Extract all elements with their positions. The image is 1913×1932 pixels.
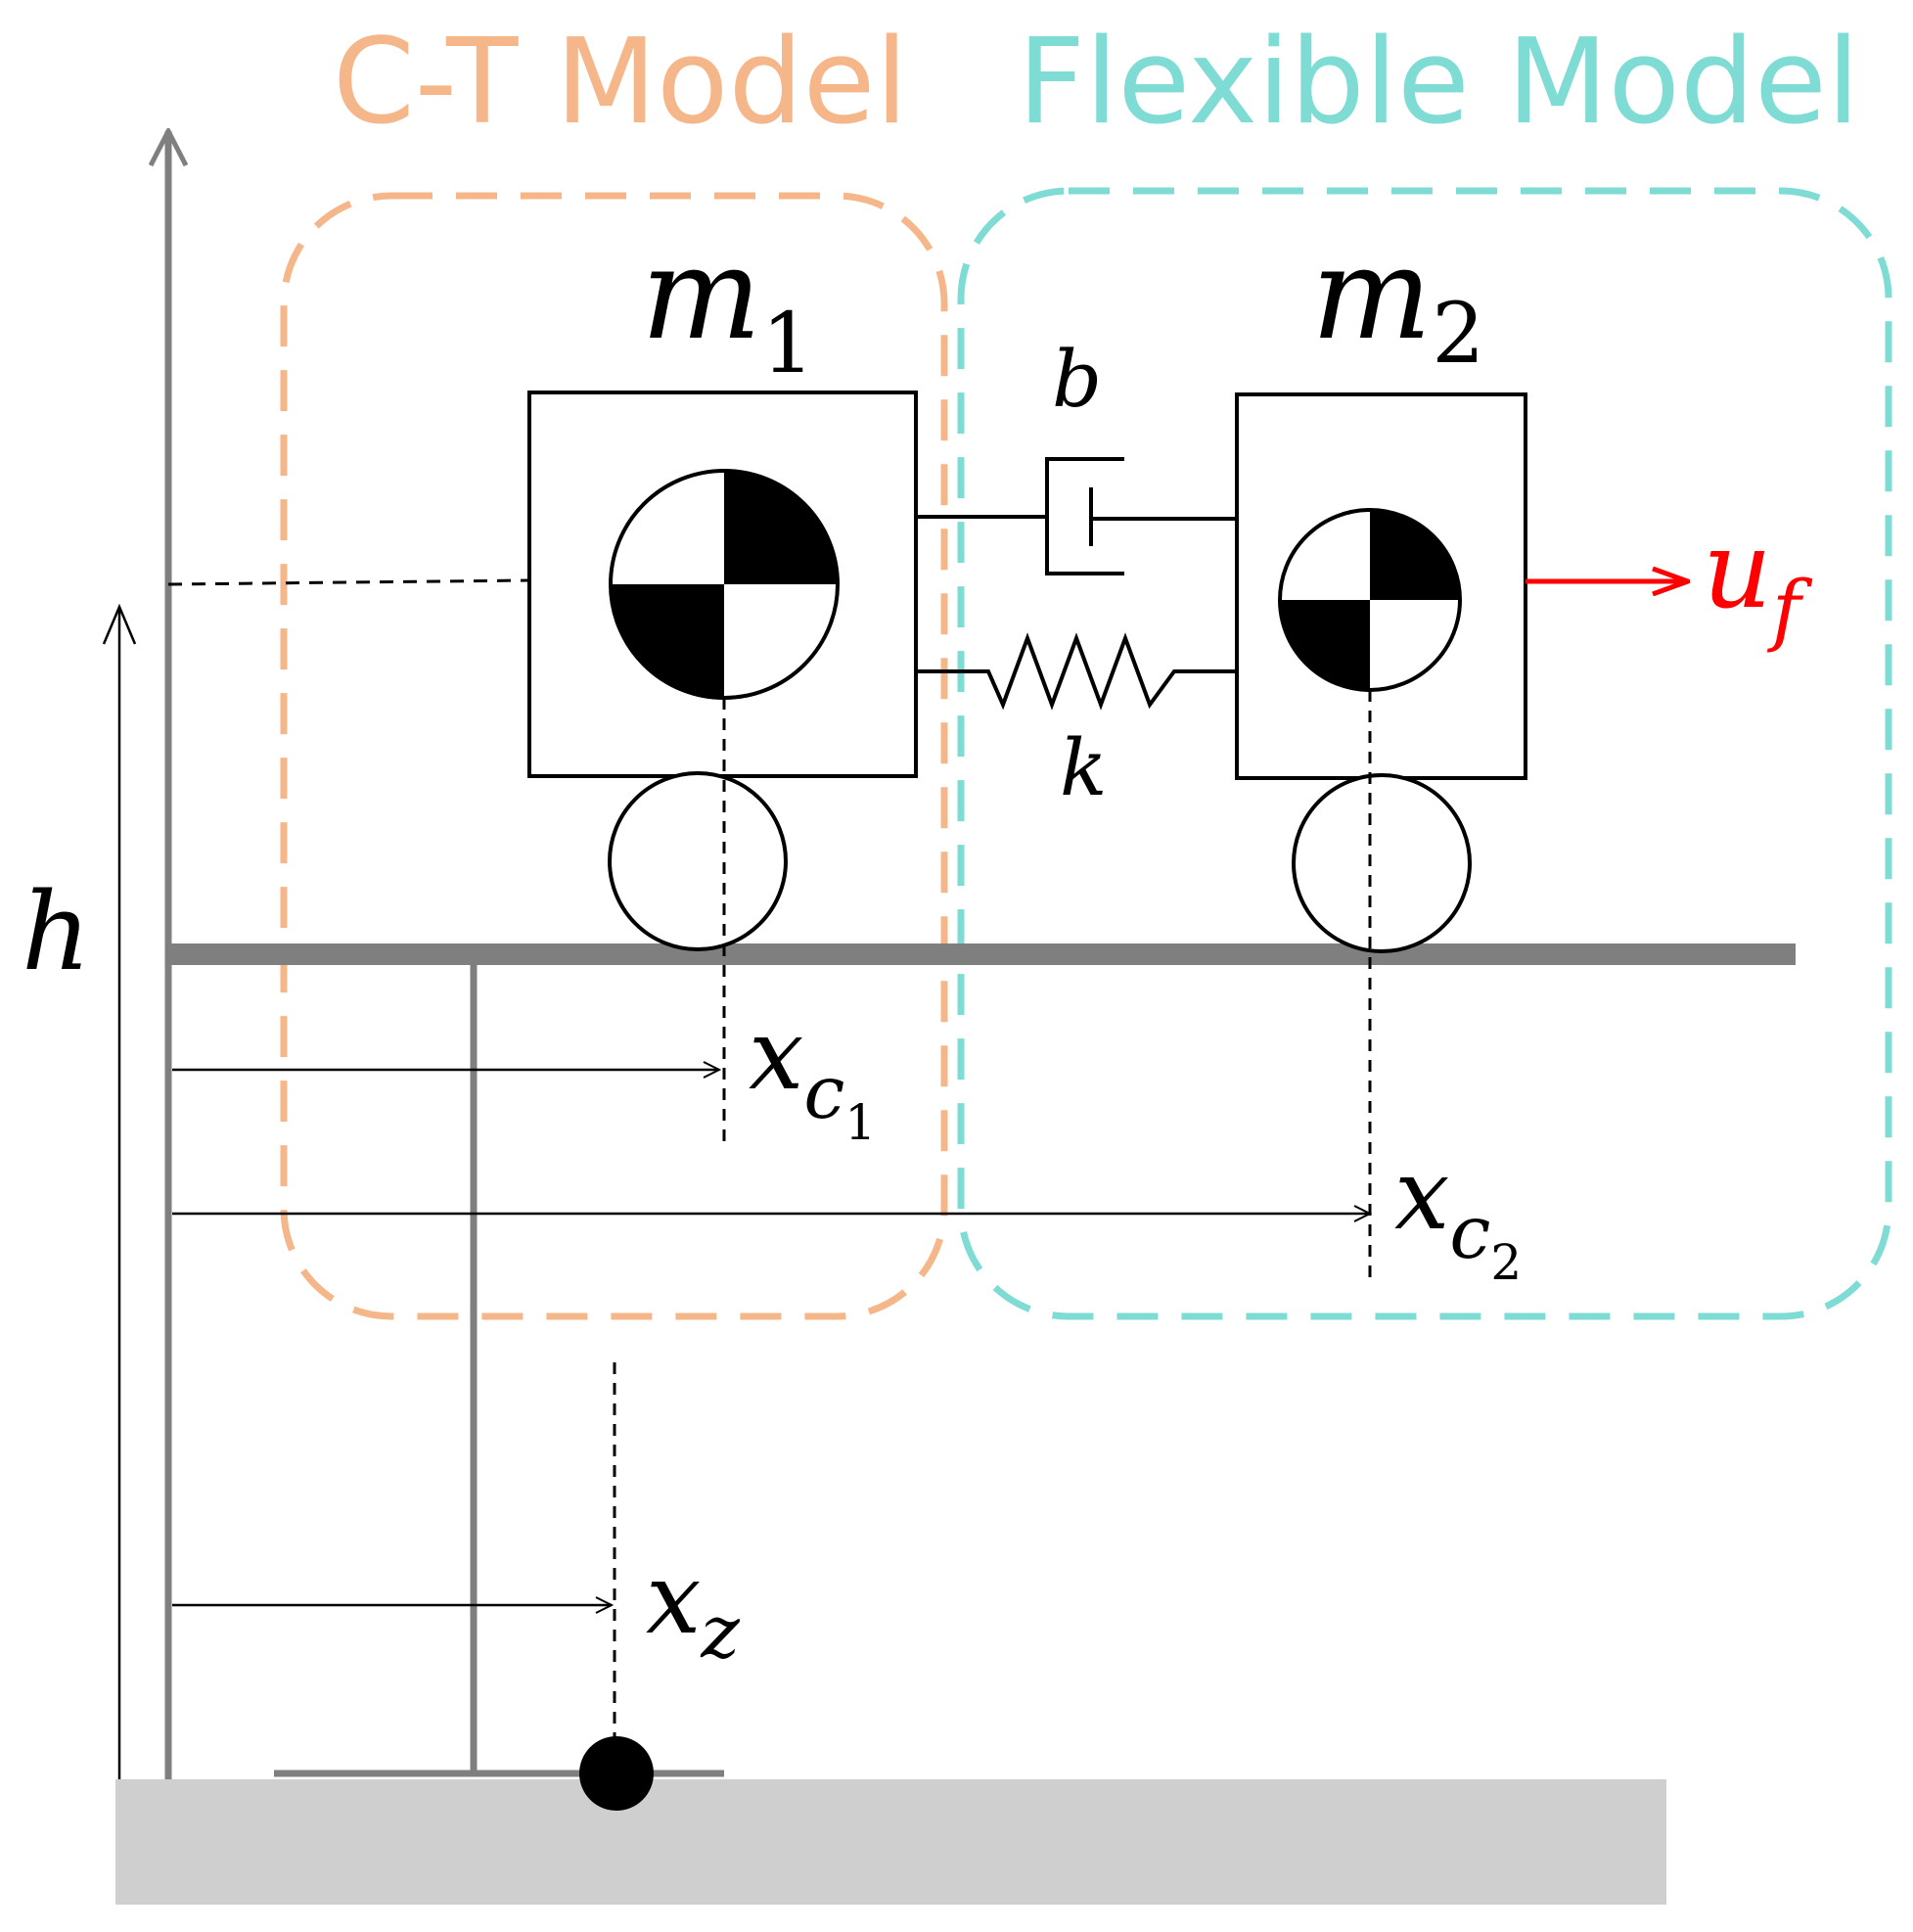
height-arrow-head bbox=[102, 603, 137, 645]
flexible-model-boundary bbox=[957, 187, 1892, 1320]
height-label: h bbox=[22, 869, 91, 994]
mass2-label: m2 bbox=[1311, 219, 1484, 383]
mass1-label: m1 bbox=[641, 219, 814, 392]
ground bbox=[115, 1779, 1666, 1905]
xc1-label: xc1 bbox=[749, 997, 876, 1151]
spring-icon bbox=[916, 632, 1237, 711]
xc2-label: xc2 bbox=[1394, 1137, 1522, 1291]
damper-icon bbox=[916, 457, 1237, 575]
damper-label: b bbox=[1052, 334, 1102, 425]
ground-contact-point bbox=[579, 1736, 654, 1811]
flexible-model-title: Flexible Model bbox=[1018, 15, 1859, 151]
ct-model-boundary bbox=[280, 192, 948, 1320]
force-label: uf bbox=[1703, 507, 1813, 655]
ct-model-title: C-T Model bbox=[333, 15, 908, 151]
mass1-wheel bbox=[608, 771, 788, 951]
mass1-center-of-gravity-icon bbox=[609, 469, 840, 700]
mass2-wheel bbox=[1292, 773, 1472, 953]
spring-label: k bbox=[1060, 722, 1107, 813]
mass2-center-of-gravity-icon bbox=[1278, 508, 1462, 692]
height-reference-line bbox=[167, 577, 617, 586]
xz-label: xz bbox=[646, 1541, 740, 1675]
